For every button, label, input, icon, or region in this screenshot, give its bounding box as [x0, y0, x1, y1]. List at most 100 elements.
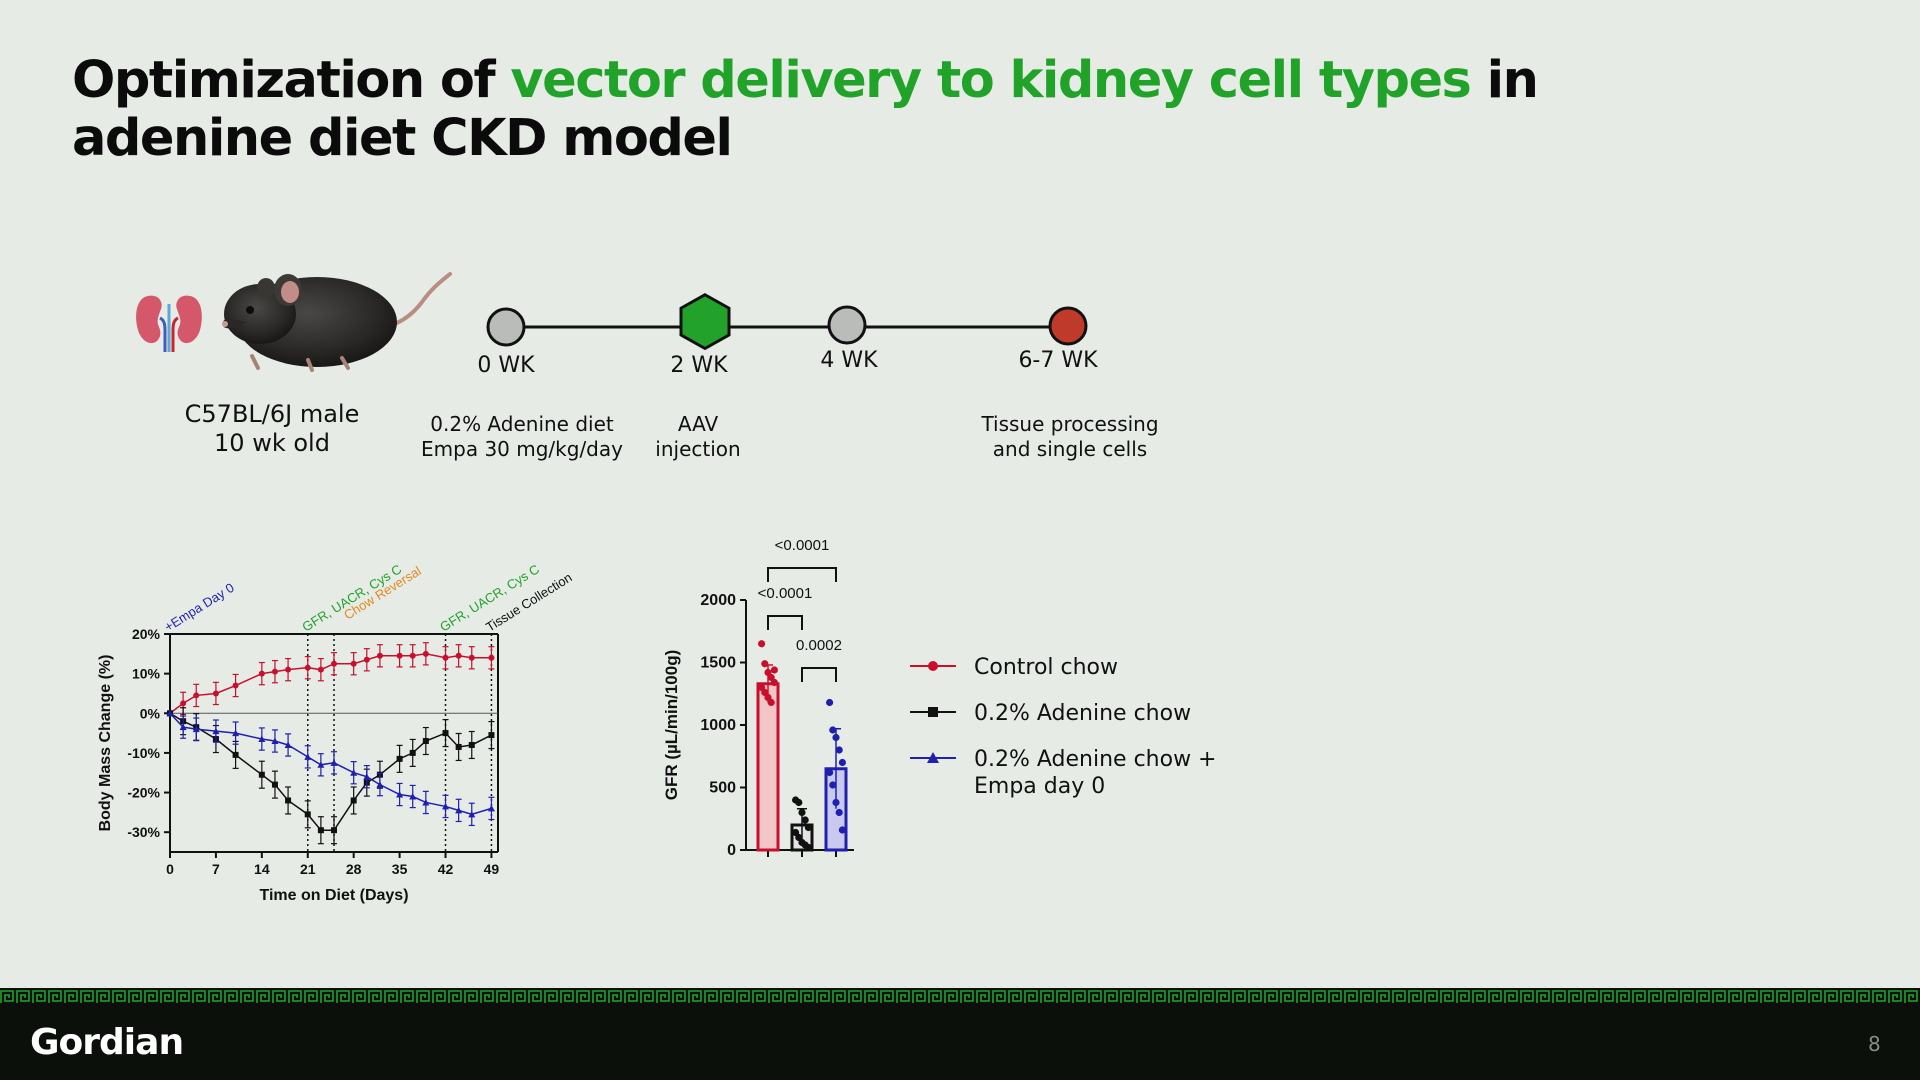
- data-point: [455, 652, 462, 659]
- data-point: [422, 650, 429, 657]
- data-point: [179, 723, 187, 731]
- legend-label-control: Control chow: [974, 655, 1119, 680]
- individual-point: [770, 666, 778, 674]
- timeline-desc-6-7wk-line1: Tissue processing: [981, 412, 1159, 436]
- individual-point: [795, 798, 803, 807]
- legend-label-empa: 0.2% Adenine chow + Empa day 0: [974, 746, 1217, 800]
- data-point: [409, 652, 416, 659]
- x-tick-label: 21: [300, 861, 316, 877]
- data-point: [487, 804, 495, 812]
- data-point: [468, 741, 475, 748]
- x-tick-label: 14: [254, 861, 270, 877]
- individual-point: [770, 678, 778, 687]
- greek-key-border: [0, 988, 1920, 1006]
- legend-item-adenine: 0.2% Adenine chow: [908, 696, 1288, 742]
- data-point: [317, 666, 324, 673]
- individual-point: [761, 660, 769, 668]
- timeline-marker-0wk: [486, 307, 526, 347]
- x-tick-label: 42: [438, 861, 454, 877]
- y-tick-label: -20%: [127, 785, 160, 801]
- y-axis-label: Body Mass Change (%): [97, 655, 114, 832]
- y-tick-label: -30%: [127, 824, 160, 840]
- legend-item-control: Control chow: [908, 650, 1288, 696]
- p-value-label: <0.0001: [758, 585, 813, 602]
- timeline-desc-6-7wk-line2: and single cells: [992, 437, 1148, 461]
- data-point: [212, 690, 219, 697]
- individual-point: [826, 698, 834, 707]
- individual-point: [832, 733, 840, 742]
- data-point: [442, 654, 449, 661]
- data-point: [317, 761, 325, 768]
- y-tick-label: 0%: [140, 705, 161, 721]
- data-point: [350, 797, 357, 804]
- data-point: [422, 738, 429, 745]
- timeline-marker-6-7wk: [1048, 306, 1088, 346]
- y-tick-label: 10%: [132, 666, 161, 682]
- legend-item-empa: 0.2% Adenine chow + Empa day 0: [908, 742, 1288, 802]
- data-point: [350, 769, 358, 776]
- data-point: [442, 730, 449, 737]
- data-point: [258, 735, 266, 743]
- data-point: [468, 654, 475, 661]
- data-point: [409, 793, 417, 800]
- title-part2: in: [1470, 51, 1539, 110]
- y-tick-label: 0: [727, 842, 736, 859]
- event-annotation: GFR, UACR, Cys C: [299, 561, 404, 634]
- timeline-desc-2wk-line2: injection: [655, 437, 741, 461]
- timeline-label-2wk: 2 WK: [670, 353, 728, 378]
- x-tick-label: 7: [212, 861, 220, 877]
- data-point: [232, 751, 239, 758]
- data-point: [271, 668, 278, 675]
- data-point: [363, 773, 371, 780]
- timeline-desc-0wk: 0.2% Adenine diet Empa 30 mg/kg/day: [400, 412, 644, 462]
- individual-point: [767, 698, 775, 707]
- data-point: [212, 727, 220, 735]
- data-point: [422, 798, 430, 806]
- series-line-2: [169, 712, 492, 816]
- data-point: [304, 811, 311, 818]
- individual-point: [758, 640, 766, 648]
- individual-point: [829, 726, 837, 734]
- y-tick-label: 20%: [132, 626, 161, 642]
- mouse-label: C57BL/6J male 10 wk old: [142, 400, 402, 458]
- data-point: [166, 709, 174, 717]
- data-point: [180, 700, 187, 707]
- kidney-icon: [136, 295, 202, 352]
- data-point: [363, 656, 370, 663]
- chart-legend: Control chow 0.2% Adenine chow 0.2% Aden…: [908, 650, 1288, 802]
- individual-point: [832, 798, 840, 807]
- data-point: [331, 827, 337, 834]
- title-highlight: vector delivery to kidney cell types: [510, 51, 1472, 110]
- data-point: [488, 654, 495, 661]
- data-point: [396, 652, 403, 659]
- data-point: [192, 725, 200, 733]
- y-tick-label: 1500: [700, 655, 736, 672]
- data-point: [455, 743, 462, 750]
- individual-point: [829, 781, 837, 789]
- individual-point: [804, 843, 812, 852]
- timeline-desc-2wk-line1: AAV: [677, 412, 719, 436]
- timeline-desc-0wk-line1: 0.2% Adenine diet: [430, 412, 614, 436]
- y-tick-label: 2000: [700, 592, 736, 609]
- data-point: [271, 781, 278, 788]
- comparison-bracket: [767, 567, 837, 582]
- individual-point: [804, 823, 812, 832]
- data-point: [304, 664, 311, 671]
- x-tick-label: 28: [346, 861, 362, 877]
- title-part1: Optimization of: [72, 51, 511, 110]
- legend-label-empa-line2: Empa day 0: [974, 774, 1106, 799]
- slide-title: Optimization of vector delivery to kidne…: [72, 52, 1572, 168]
- mouse-photo: [222, 272, 452, 372]
- timeline: [486, 293, 1088, 350]
- data-point: [442, 802, 450, 810]
- timeline-desc-2wk: AAV injection: [638, 412, 758, 462]
- timeline-desc-0wk-line2: Empa 30 mg/kg/day: [421, 437, 623, 461]
- data-point: [376, 781, 384, 788]
- individual-point: [835, 746, 843, 754]
- legend-label-empa-line1: 0.2% Adenine chow +: [974, 747, 1217, 772]
- individual-point: [826, 768, 834, 777]
- timeline-marker-2wk: [679, 293, 731, 350]
- comparison-bracket: [767, 615, 803, 630]
- data-point: [232, 682, 239, 689]
